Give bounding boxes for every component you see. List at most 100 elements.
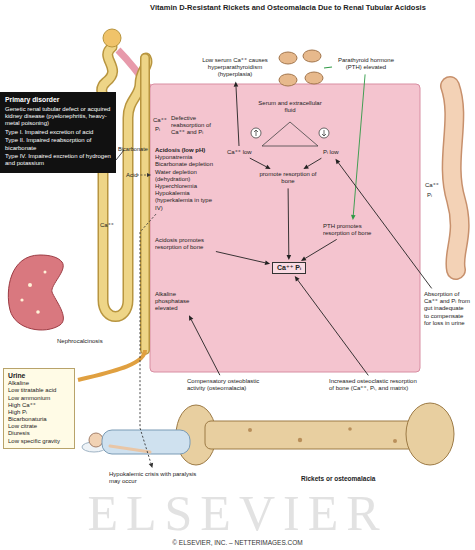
node-text: Type I. Impaired excretion of acid: [5, 129, 111, 136]
connector-line: [140, 214, 156, 463]
ureter: [78, 350, 145, 380]
node-text: High Pᵢ: [8, 409, 70, 416]
title: Vitamin D-Resistant Rickets and Osteomal…: [118, 3, 458, 12]
glomerulus: [103, 29, 121, 47]
node-text: Acidosis promotes resorption of bone: [155, 237, 213, 251]
effect-note: Acidosis promotes resorption of bone: [154, 236, 214, 252]
patient-head: [89, 433, 103, 447]
connector-line: [288, 188, 290, 255]
calcification: [28, 283, 32, 287]
connector-line: [216, 252, 265, 263]
node-text: Pᵢ low: [323, 149, 339, 156]
connector: [303, 158, 321, 169]
bone-shaft: [205, 421, 420, 449]
serum-region-ground: [150, 84, 420, 372]
watermark: ELSEVIER: [0, 488, 475, 538]
node-text: Type IV. Impaired excretion of hydrogen …: [5, 153, 111, 167]
effect-circle: [319, 128, 329, 138]
node-text: Urine: [8, 372, 70, 380]
arrowhead: [265, 261, 270, 265]
parathyroid-gland: [279, 52, 297, 64]
crisis-note: Hypokalemic crisis with paralysis may oc…: [108, 470, 203, 486]
calcification: [44, 271, 47, 274]
arrowhead: [189, 315, 193, 320]
arrowhead: [295, 276, 300, 281]
hormone-note: Parathyroid hormone (PTH) elevated: [335, 56, 397, 72]
bone-end: [406, 403, 454, 465]
bone-note: Increased osteoclastic resorption of bon…: [328, 377, 423, 393]
node-text: Low titratable acid: [8, 387, 70, 394]
arrowhead: [265, 165, 270, 169]
disorder-box: Primary disorderGenetic renal tubular de…: [0, 92, 116, 173]
parathyroid-gland: [303, 50, 321, 62]
intestine-outline: [450, 86, 460, 270]
calcification: [36, 310, 40, 314]
connector-line: [353, 74, 365, 215]
ion-label: Ca⁺⁺: [425, 182, 439, 189]
node-text: Acidosis (low pH): [155, 147, 219, 154]
connector: [295, 276, 369, 375]
node-text: Rickets or osteomalacia: [301, 475, 375, 483]
arrowhead: [335, 159, 340, 164]
finding-list: Acidosis (low pH)HyponatremiaBicarbonate…: [154, 146, 220, 213]
node-text: Ca⁺⁺ low: [227, 149, 252, 156]
node-text: Nephrocalcinosis: [57, 338, 103, 345]
serum-region: Serum and extracellular fluidAcidosis (l…: [150, 84, 420, 372]
effect-note: Alkaline phosphatase elevated: [154, 290, 210, 314]
ion-label: Ca⁺⁺: [100, 222, 114, 229]
node-text: Absorption of Ca⁺⁺ and Pᵢ from gut inade…: [424, 291, 470, 327]
node-text: Parathyroid hormone (PTH) elevated: [336, 57, 396, 71]
effect-arrow: [322, 130, 326, 136]
node-text: Hyponatremia: [155, 154, 219, 161]
patient-body: [102, 430, 190, 454]
node-text: Water depletion (dehydration): [155, 169, 219, 183]
effect-circle: [251, 128, 261, 138]
connector: [216, 252, 270, 265]
connector-line: [250, 158, 266, 167]
bone-note: Compensatory osteoblastic activity (oste…: [186, 377, 264, 393]
urine-box: UrineAlkalineLow titratable acidLow ammo…: [3, 368, 75, 449]
resorption-pit: [248, 428, 252, 432]
transport-arrow: [137, 175, 148, 176]
ion-label: Bicarbonate: [118, 146, 148, 153]
collecting-duct-outline: [140, 58, 150, 350]
connector: [234, 82, 239, 146]
connector: [250, 158, 271, 169]
connector-line: [298, 280, 369, 375]
node-text: High Ca⁺⁺: [8, 402, 70, 409]
caption: © ELSEVIER, INC. – NETTERIMAGES.COM: [0, 539, 475, 547]
resorption-pit: [393, 439, 397, 443]
node-text: Low ammonium: [8, 395, 70, 402]
kidney: [8, 255, 63, 330]
node-text: Low specific gravity: [8, 438, 70, 445]
connector: [301, 239, 337, 261]
calcification: [20, 298, 23, 301]
node-text: Hyperchloremia: [155, 183, 219, 190]
node-text: PTH promotes resorption of bone: [323, 223, 381, 237]
node-text: Genetic renal tubular defect or acquired…: [5, 106, 111, 128]
arrowhead: [351, 215, 356, 220]
node-text: promote resorption of bone: [258, 171, 318, 185]
arrowhead: [149, 463, 153, 468]
connector-line: [305, 239, 337, 258]
connector: [287, 188, 292, 260]
resorption-pit: [348, 427, 352, 431]
node-text: Increased osteoclastic resorption of bon…: [329, 378, 422, 392]
connector-line: [236, 87, 239, 146]
arrowhead: [303, 164, 308, 169]
ion-label: Pᵢ: [427, 192, 432, 199]
node-text: Bicarbonaturia: [8, 416, 70, 423]
connector-line: [191, 320, 220, 375]
connector: [189, 315, 220, 375]
serum-level: Pᵢ low: [322, 148, 340, 157]
patient-arm: [110, 446, 150, 452]
connector-line: [308, 158, 322, 166]
cause-note: Low serum Ca⁺⁺ causes hyperparathyroidis…: [200, 56, 270, 80]
ion-label: Ca⁺⁺: [153, 117, 167, 124]
gut-note: Absorption of Ca⁺⁺ and Pᵢ from gut inade…: [423, 290, 471, 328]
collecting-duct: [142, 58, 149, 350]
resorption-pit: [298, 438, 302, 442]
effect-note: promote resorption of bone: [257, 170, 319, 186]
serum-level: Ca⁺⁺ low: [226, 148, 253, 157]
